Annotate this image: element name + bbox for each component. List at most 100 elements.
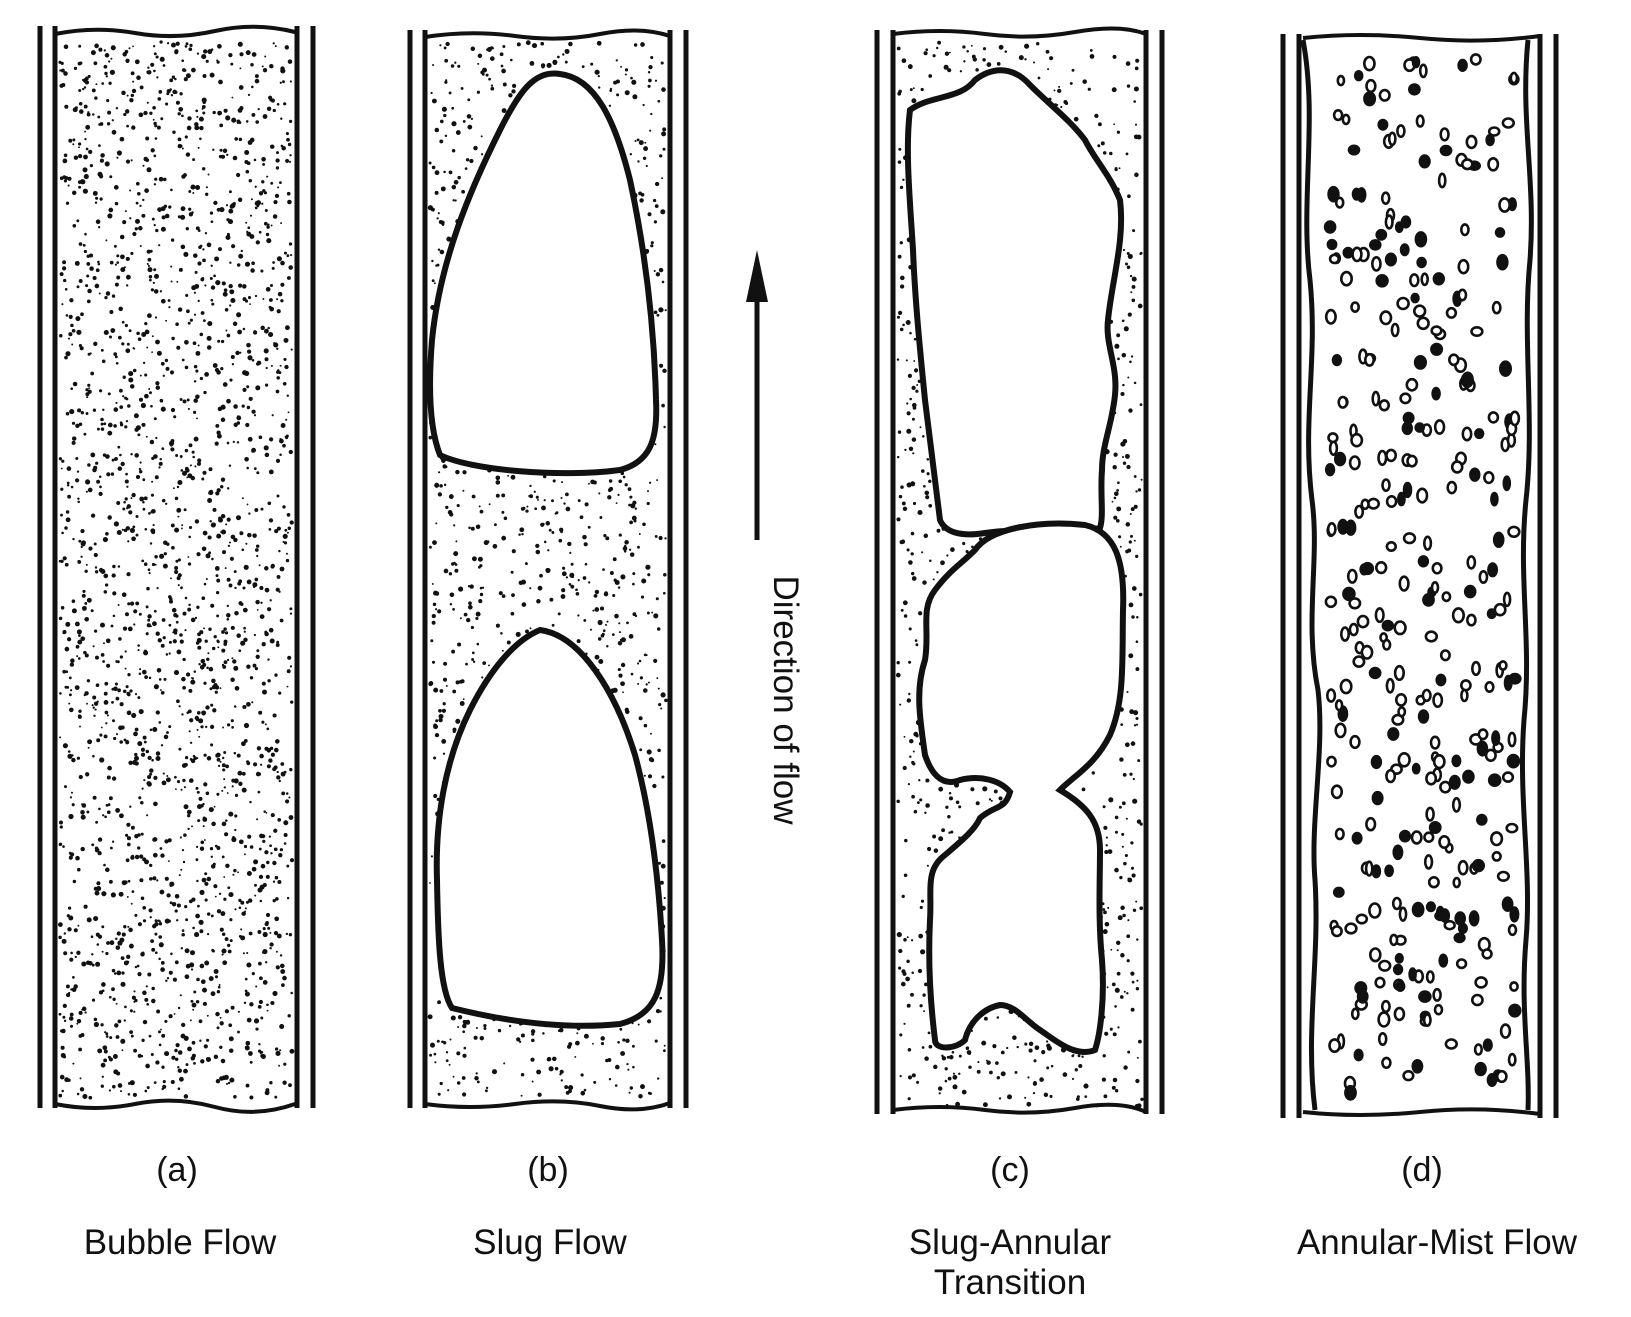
stipple-dot xyxy=(160,298,166,304)
stipple-dot xyxy=(1132,777,1135,781)
stipple-dot xyxy=(436,217,439,220)
stipple-dot xyxy=(236,172,241,178)
stipple-dot xyxy=(916,801,920,805)
stipple-dot xyxy=(898,147,902,151)
stipple-dot xyxy=(62,158,68,164)
stipple-dot xyxy=(132,1092,137,1097)
stipple-dot xyxy=(145,985,148,988)
stipple-dot xyxy=(660,209,666,215)
stipple-dot xyxy=(1123,1065,1128,1070)
stipple-dot xyxy=(1081,787,1086,792)
stipple-dot xyxy=(478,599,483,604)
stipple-dot xyxy=(194,715,199,721)
stipple-dot xyxy=(107,1055,111,1059)
stipple-dot xyxy=(464,167,468,170)
stipple-dot xyxy=(642,103,645,107)
stipple-dot xyxy=(244,989,248,993)
stipple-dot xyxy=(78,185,82,189)
stipple-dot xyxy=(114,263,117,266)
stipple-dot xyxy=(151,351,154,353)
stipple-dot xyxy=(187,407,190,410)
stipple-dot xyxy=(255,985,258,988)
stipple-dot xyxy=(198,663,201,666)
stipple-dot xyxy=(243,722,250,729)
stipple-dot xyxy=(428,435,433,440)
stipple-dot xyxy=(177,1050,183,1055)
stipple-dot xyxy=(638,716,643,721)
stipple-dot xyxy=(584,502,589,507)
stipple-dot xyxy=(110,624,114,628)
stipple-dot xyxy=(269,942,274,947)
stipple-dot xyxy=(982,58,986,62)
stipple-dot xyxy=(202,817,208,822)
stipple-dot xyxy=(113,244,117,248)
stipple-dot xyxy=(1053,89,1056,92)
stipple-dot xyxy=(185,73,191,79)
stipple-dot xyxy=(628,1091,631,1094)
stipple-dot xyxy=(113,686,118,692)
stipple-dot xyxy=(993,789,998,794)
stipple-dot xyxy=(214,367,220,373)
stipple-dot xyxy=(213,805,216,808)
stipple-dot xyxy=(121,528,124,531)
stipple-dot xyxy=(243,564,249,570)
stipple-dot xyxy=(190,950,195,956)
stipple-dot xyxy=(607,1058,612,1062)
stipple-dot xyxy=(543,499,546,502)
stipple-dot xyxy=(119,740,123,744)
stipple-dot xyxy=(197,632,201,637)
stipple-dot xyxy=(965,1046,970,1050)
stipple-dot xyxy=(165,777,171,783)
stipple-dot xyxy=(470,526,475,531)
stipple-dot xyxy=(115,945,121,950)
stipple-dot xyxy=(121,932,126,937)
stipple-dot xyxy=(231,299,234,302)
stipple-dot xyxy=(906,548,910,552)
stipple-dot xyxy=(90,371,95,376)
stipple-dot xyxy=(276,347,279,350)
stipple-dot xyxy=(902,323,905,327)
stipple-dot xyxy=(1118,535,1122,539)
stipple-dot xyxy=(210,285,216,290)
stipple-dot xyxy=(568,1042,573,1047)
stipple-dot xyxy=(1131,298,1136,303)
stipple-dot xyxy=(147,66,150,69)
stipple-dot xyxy=(645,683,648,686)
stipple-dot xyxy=(134,427,139,432)
stipple-dot xyxy=(260,763,263,766)
stipple-dot xyxy=(71,343,74,346)
stipple-dot xyxy=(206,335,212,341)
stipple-dot xyxy=(268,758,273,763)
stipple-dot xyxy=(93,465,98,470)
stipple-dot xyxy=(126,710,132,716)
stipple-dot xyxy=(462,698,465,701)
stipple-dot xyxy=(286,896,290,900)
stipple-dot xyxy=(153,69,156,73)
stipple-dot xyxy=(165,102,169,106)
stipple-dot xyxy=(124,109,130,114)
stipple-dot xyxy=(69,796,73,799)
stipple-dot xyxy=(647,774,653,779)
stipple-dot xyxy=(177,112,181,116)
stipple-dot xyxy=(200,311,205,315)
stipple-dot xyxy=(249,303,252,305)
stipple-dot xyxy=(102,660,105,663)
stipple-dot xyxy=(180,788,183,791)
stipple-dot xyxy=(286,394,289,397)
stipple-dot xyxy=(273,342,279,348)
stipple-dot xyxy=(154,563,157,566)
stipple-dot xyxy=(451,106,455,110)
stipple-dot xyxy=(119,702,124,707)
stipple-dot xyxy=(590,62,594,66)
stipple-dot xyxy=(633,43,638,47)
stipple-dot xyxy=(225,115,231,121)
stipple-dot xyxy=(175,559,179,563)
stipple-dot xyxy=(68,855,73,860)
stipple-dot xyxy=(1000,1050,1005,1055)
stipple-dot xyxy=(156,76,159,79)
stipple-dot xyxy=(170,93,174,97)
stipple-dot xyxy=(909,88,913,92)
stipple-dot xyxy=(199,664,205,670)
stipple-dot xyxy=(622,1038,626,1042)
stipple-dot xyxy=(1117,481,1120,485)
